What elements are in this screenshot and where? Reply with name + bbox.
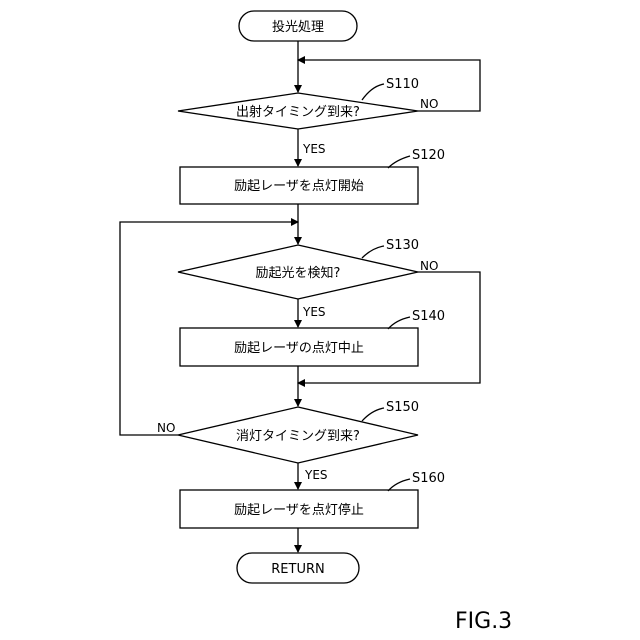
branch-label-s150-yes: YES [304,468,328,482]
step-label-s160: S160 [412,471,445,486]
figure-label: FIG.3 [455,609,512,634]
branch-label-s130-no: NO [420,259,438,273]
branch-label-s110-yes: YES [302,142,326,156]
step-leader-s110 [362,84,384,100]
process-s160-text: 励起レーザを点灯停止 [234,502,364,518]
decision-s110-text: 出射タイミング到来? [236,104,360,120]
step-label-s120: S120 [412,148,445,163]
end-label: RETURN [271,562,324,577]
branch-label-s110-no: NO [420,97,438,111]
branch-label-s130-yes: YES [302,305,326,319]
step-leader-s120 [388,156,410,168]
step-leader-s160 [388,479,410,491]
decision-s130-text: 励起光を検知? [256,265,341,281]
step-label-s110: S110 [386,77,419,92]
start-label: 投光処理 [272,19,324,35]
step-leader-s130 [362,246,384,258]
process-s120-text: 励起レーザを点灯開始 [234,179,364,194]
step-leader-s150 [362,408,384,421]
step-leader-s140 [388,317,410,329]
step-label-s130: S130 [386,238,419,253]
decision-s150-text: 消灯タイミング到来? [236,429,360,444]
branch-label-s150-no: NO [157,421,175,435]
step-label-s150: S150 [386,400,419,415]
step-label-s140: S140 [412,309,445,324]
process-s140-text: 励起レーザの点灯中止 [234,341,364,356]
